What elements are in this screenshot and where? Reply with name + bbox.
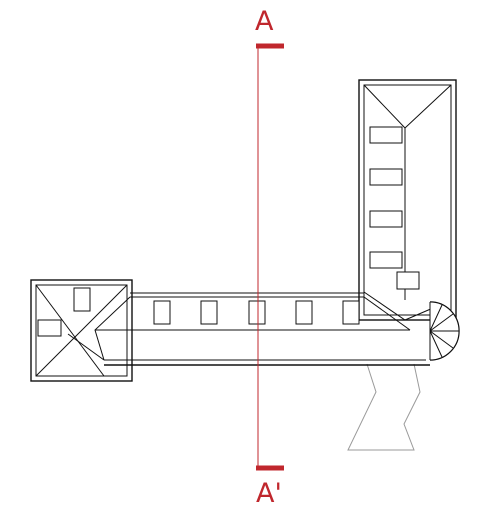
section-line: [256, 43, 284, 471]
main-wing: [94, 292, 430, 366]
right-wing: [358, 79, 457, 321]
stair-annex-outline: [347, 363, 421, 451]
left-pavilion: [30, 279, 133, 382]
section-start-label: A: [255, 6, 274, 37]
right-wing-windows: [369, 126, 403, 269]
section-end-label: A': [256, 478, 282, 509]
main-wing-windows: [153, 300, 360, 325]
chimney: [396, 271, 420, 290]
spiral-stair: [429, 301, 460, 361]
left-pavilion-windows: [37, 287, 91, 337]
